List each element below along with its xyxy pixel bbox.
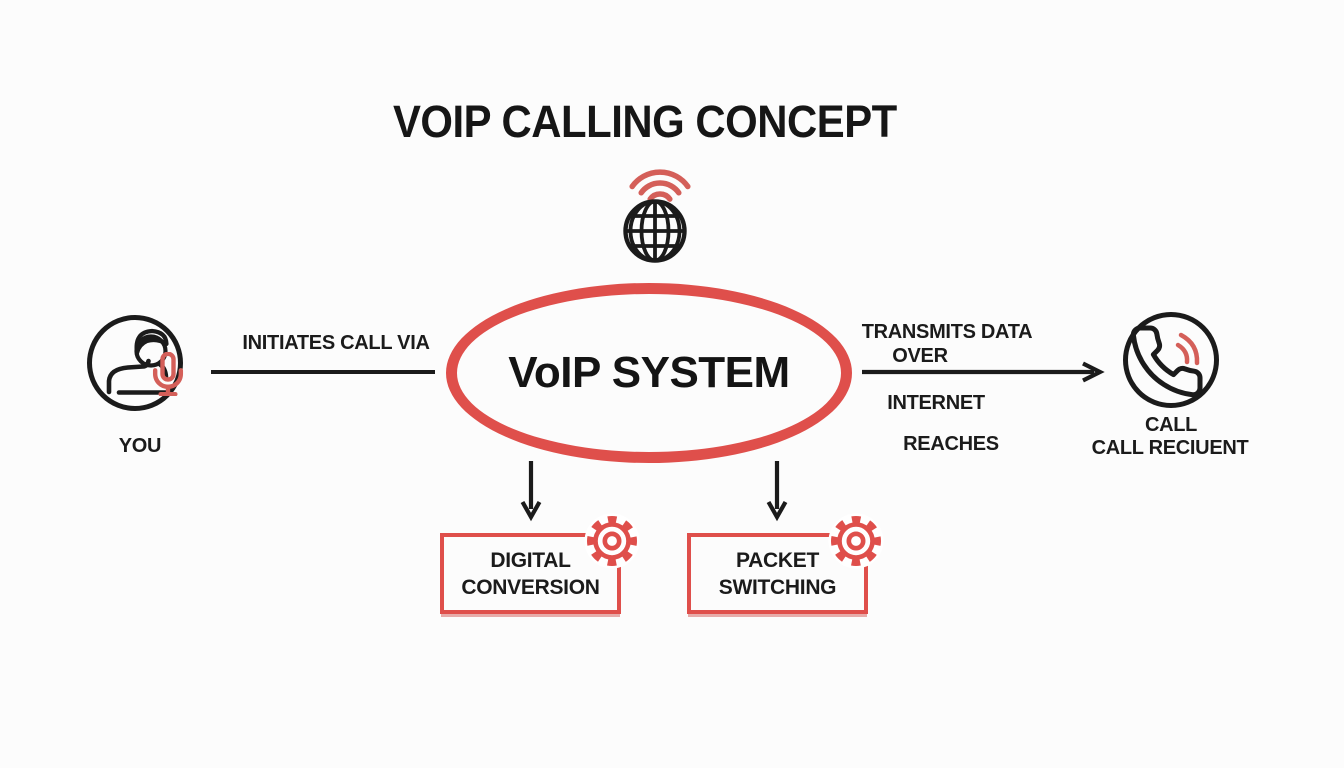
page-title: VOIP CALLING CONCEPT [393, 96, 897, 147]
recipient-label-1: CALL [1144, 414, 1198, 436]
globe-icon [623, 199, 687, 263]
microphone-icon [152, 352, 184, 396]
voip-system-node: VoIP SYSTEM [446, 283, 852, 463]
digital-conversion-label-1: DIGITAL [490, 548, 571, 572]
title-wrap: VOIP CALLING CONCEPT [0, 96, 1290, 148]
edge-transmits-label-4: REACHES [903, 433, 999, 455]
digital-conversion-label-2: CONVERSION [461, 575, 600, 599]
transmit-arrow [862, 361, 1105, 383]
caller-label: YOU [118, 435, 162, 457]
down-arrow-left [520, 461, 542, 522]
edge-transmits-label-2: OVER [892, 345, 948, 367]
edge-transmits-label-3: INTERNET [887, 392, 985, 414]
packet-switching-label-1: PACKET [736, 548, 819, 572]
sound-waves-icon [1175, 332, 1200, 366]
gear-icon [584, 513, 640, 569]
phone-handset-icon [1123, 312, 1219, 408]
edge-transmits-label-1: TRANSMITS DATA [861, 321, 1033, 343]
recipient-label-2: CALL RECIUENT [1091, 437, 1249, 459]
packet-switching-box: PACKET SWITCHING [687, 533, 868, 614]
gear-icon [828, 513, 884, 569]
edge-initiates-label: INITIATES CALL VIA [242, 332, 430, 354]
digital-conversion-box: DIGITAL CONVERSION [440, 533, 621, 614]
wifi-signal-icon [629, 169, 691, 202]
down-arrow-right [766, 461, 788, 522]
edge-initiates-line [211, 370, 435, 374]
voip-system-label: VoIP SYSTEM [508, 348, 790, 397]
packet-switching-label-2: SWITCHING [718, 575, 837, 599]
